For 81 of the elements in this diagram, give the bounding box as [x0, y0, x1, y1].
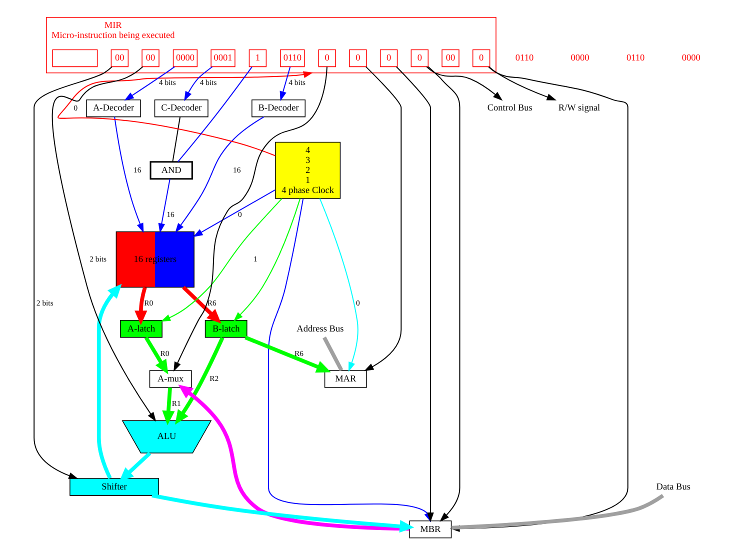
arrow	[244, 336, 330, 373]
edge-label: 0	[356, 298, 360, 308]
node-box: C-Decoder	[154, 99, 208, 118]
arrow	[427, 66, 460, 522]
arrow	[232, 198, 300, 322]
node-box: 00	[110, 49, 128, 68]
node-box: 00	[141, 49, 159, 68]
arrow	[364, 66, 402, 372]
edge-label: 1	[252, 254, 257, 264]
arrow	[174, 116, 264, 233]
edge-label: 16	[232, 165, 240, 174]
node-box: MBR	[408, 520, 452, 538]
arrow	[182, 286, 221, 324]
edge-label: R6	[206, 298, 216, 308]
arrow	[426, 66, 502, 101]
node-box: 0001	[210, 49, 235, 68]
edge-label: R0	[160, 348, 169, 358]
arrow	[96, 284, 122, 479]
arrow	[162, 387, 174, 426]
label: 0000	[681, 54, 700, 64]
label: 0110	[626, 54, 644, 64]
edge-label: 0	[73, 103, 78, 112]
node-box: A-Decoder	[86, 99, 140, 118]
arrow	[52, 66, 156, 422]
node-box: 4 3 2 1 4 phase Clock	[274, 142, 340, 199]
edge-label: 16	[166, 210, 174, 220]
arrow	[174, 336, 224, 425]
node-box: B-Decoder	[251, 99, 306, 118]
edge-label: 4 bits	[158, 78, 176, 88]
arrow	[114, 116, 144, 233]
node-text: Data Bus	[656, 482, 690, 492]
connector	[176, 66, 252, 162]
node-box: 0110	[280, 49, 304, 68]
edge-label: 16	[133, 165, 141, 174]
edge-label: 0	[238, 210, 242, 220]
arrow	[184, 66, 212, 102]
connector	[450, 494, 664, 530]
node-box: 0	[410, 49, 428, 68]
arrow	[160, 198, 282, 322]
node-text: Address Bus	[296, 324, 344, 334]
node-box: 0	[379, 49, 398, 68]
edge-label: R6	[294, 348, 303, 358]
node-box: 00	[441, 49, 459, 68]
edge-label: R0	[144, 298, 153, 308]
node-box: A-mux	[148, 370, 192, 388]
edge-label: 2 bits	[89, 254, 106, 264]
edge-label: R2	[209, 374, 218, 383]
edge-label: 4 bits	[288, 78, 306, 88]
node-box: 0	[472, 49, 490, 68]
arrow	[33, 66, 112, 479]
label: 0110	[514, 54, 534, 64]
node-box: A-latch	[120, 320, 162, 338]
node-box: B-latch	[204, 320, 247, 338]
arrow	[178, 384, 409, 531]
node-box: Shifter	[69, 478, 158, 496]
node-box	[52, 49, 98, 68]
arrow	[173, 66, 327, 372]
node-text: Control Bus	[486, 104, 532, 114]
arrow	[151, 494, 414, 533]
arrow	[488, 66, 556, 100]
connector	[172, 116, 180, 162]
node-box: 0	[348, 49, 366, 68]
arrow	[318, 198, 358, 372]
arrow	[279, 66, 290, 102]
node-box: 0000	[172, 49, 198, 68]
arrow	[192, 189, 276, 237]
arrow	[57, 71, 313, 156]
arrow	[124, 66, 175, 101]
node-box: AND	[149, 161, 192, 180]
edge-label: 4 bits	[199, 78, 216, 88]
edge-label: 2 bits	[36, 298, 53, 308]
node-text: R/W signal	[558, 104, 600, 114]
arrow	[118, 452, 151, 482]
arrow	[158, 178, 170, 234]
node-box: 0	[318, 49, 336, 68]
edge-label: R1	[171, 398, 180, 408]
node-box: 1	[248, 49, 266, 68]
arrow	[134, 286, 147, 326]
connector	[322, 336, 343, 372]
node-box: MAR	[324, 370, 366, 388]
label: 0000	[570, 54, 589, 64]
